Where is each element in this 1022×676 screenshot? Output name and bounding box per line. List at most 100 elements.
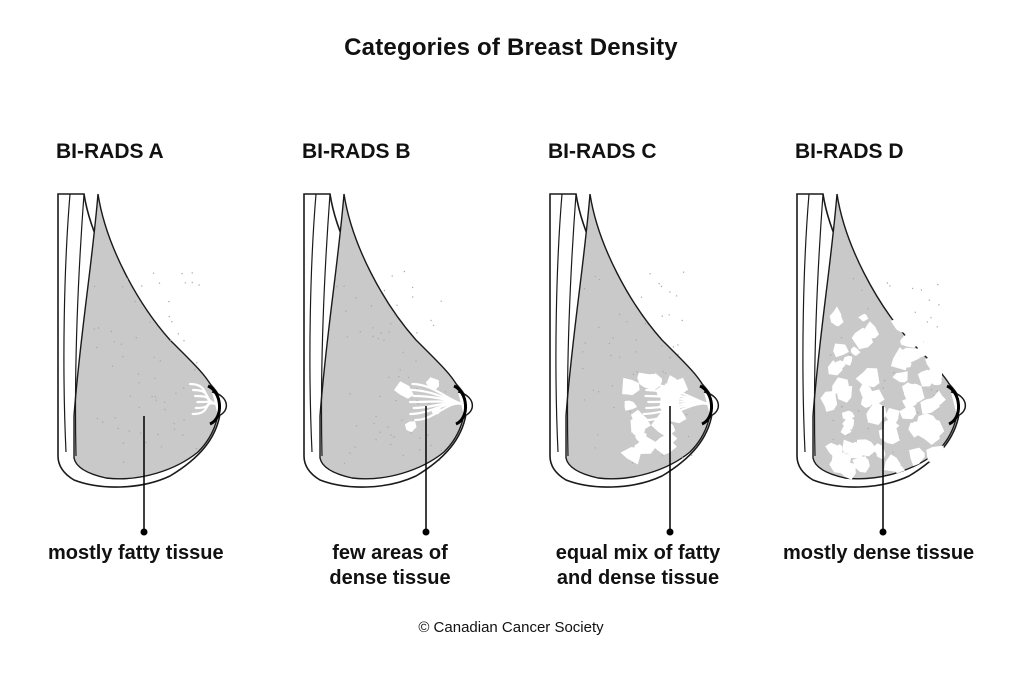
tissue-speck-b bbox=[403, 270, 406, 273]
caption-b: few areas of dense tissue bbox=[320, 541, 460, 591]
breast-diagram-d bbox=[796, 193, 966, 536]
dense-tissue-a bbox=[189, 382, 218, 416]
tissue-speck-b bbox=[430, 319, 432, 322]
tissue-speck-a bbox=[155, 399, 158, 401]
tissue-speck-c bbox=[681, 457, 684, 459]
dense-tissue-d bbox=[820, 306, 949, 480]
tissue-speck-a bbox=[126, 278, 129, 280]
dense-patch-c bbox=[644, 378, 657, 388]
panel-heading-c: BI-RADS C bbox=[548, 140, 657, 163]
tissue-speck-d bbox=[937, 283, 939, 286]
dense-patch-d bbox=[866, 400, 887, 425]
tissue-speck-c bbox=[619, 356, 621, 358]
chest-wall-b bbox=[309, 193, 317, 453]
tissue-speck-c bbox=[668, 314, 670, 316]
dense-patch-d bbox=[841, 410, 855, 421]
areola-b bbox=[453, 384, 467, 426]
tissue-speck-b bbox=[383, 289, 386, 292]
areola-d bbox=[946, 384, 960, 426]
breast-diagram-b bbox=[303, 193, 473, 536]
tissue-speck-c bbox=[635, 339, 637, 341]
tissue-speck-d bbox=[936, 390, 938, 392]
tissue-speck-a bbox=[96, 417, 98, 420]
dense-patch-d bbox=[829, 306, 842, 325]
tissue-speck-a bbox=[135, 337, 137, 339]
duct-a bbox=[191, 402, 218, 416]
tissue-speck-c bbox=[669, 291, 671, 293]
pointer-line-d bbox=[879, 406, 887, 536]
pointer-dot-b bbox=[422, 528, 430, 536]
tissue-speck-a bbox=[194, 369, 196, 371]
tissue-speck-c bbox=[598, 278, 600, 281]
tissue-speck-a bbox=[168, 316, 170, 318]
tissue-speck-c bbox=[681, 319, 683, 322]
dense-patch-c bbox=[620, 447, 641, 465]
tissue-speck-d bbox=[889, 285, 891, 287]
tissue-speck-c bbox=[598, 391, 600, 393]
dense-tissue-b bbox=[394, 377, 464, 433]
tissue-speck-b bbox=[372, 335, 374, 338]
tissue-speck-b bbox=[395, 399, 397, 402]
tissue-speck-c bbox=[677, 353, 679, 356]
tissue-speck-d bbox=[892, 451, 894, 454]
panel-heading-d: BI-RADS D bbox=[795, 140, 904, 163]
tissue-speck-a bbox=[122, 442, 125, 444]
tissue-speck-b bbox=[390, 443, 392, 446]
tissue-speck-b bbox=[343, 462, 346, 464]
tissue-speck-c bbox=[675, 295, 678, 297]
tissue-speck-a bbox=[96, 346, 98, 349]
tissue-speck-a bbox=[145, 442, 147, 444]
tissue-speck-a bbox=[159, 360, 161, 362]
dense-patch-c bbox=[631, 409, 648, 428]
tissue-speck-b bbox=[345, 310, 347, 312]
tissue-speck-d bbox=[936, 326, 938, 328]
breast-outline-c bbox=[549, 193, 719, 488]
pointer-dot-d bbox=[879, 528, 887, 536]
tissue-speck-c bbox=[660, 285, 663, 288]
dense-patch-c bbox=[634, 440, 645, 450]
tissue-speck-a bbox=[198, 284, 200, 286]
dense-patch-d bbox=[896, 465, 906, 474]
dense-patch-d bbox=[837, 458, 856, 480]
pointer-line-c bbox=[666, 406, 674, 536]
tissue-speck-c bbox=[687, 435, 690, 438]
diagram-title: Categories of Breast Density bbox=[344, 34, 678, 61]
tissue-speck-d bbox=[883, 379, 886, 382]
muscle-line-a bbox=[74, 193, 85, 457]
tissue-speck-a bbox=[196, 362, 198, 364]
dense-patch-d bbox=[848, 444, 860, 459]
tissue-speck-a bbox=[149, 321, 151, 323]
pointer-line-a bbox=[140, 416, 148, 536]
tissue-speck-a bbox=[170, 339, 172, 341]
tissue-speck-b bbox=[346, 336, 349, 338]
tissue-speck-a bbox=[168, 300, 170, 303]
dense-patch-d bbox=[834, 360, 846, 369]
tissue-speck-c bbox=[597, 434, 599, 436]
dense-patch-c bbox=[665, 380, 682, 403]
tissue-speck-a bbox=[97, 327, 100, 329]
caption-d-line-1: mostly dense tissue bbox=[783, 542, 975, 564]
tissue-speck-c bbox=[611, 385, 614, 387]
tissue-speck-b bbox=[390, 434, 392, 436]
tissue-speck-b bbox=[390, 323, 392, 325]
tissue-speck-b bbox=[417, 403, 419, 405]
chest-wall-d bbox=[802, 193, 810, 453]
tissue-speck-b bbox=[402, 454, 404, 456]
caption-a-line-1: mostly fatty tissue bbox=[48, 542, 224, 564]
tissue-speck-b bbox=[380, 332, 382, 334]
tissue-speck-a bbox=[120, 343, 123, 345]
tissue-speck-b bbox=[391, 275, 393, 277]
tissue-speck-c bbox=[691, 454, 693, 456]
tissue-speck-c bbox=[613, 406, 615, 409]
tissue-speck-c bbox=[635, 351, 637, 353]
caption-a: mostly fatty tissue bbox=[48, 541, 224, 566]
breast-tissue-b bbox=[319, 193, 465, 480]
tissue-speck-b bbox=[373, 422, 375, 425]
dense-patch-b bbox=[394, 381, 414, 399]
tissue-speck-c bbox=[612, 337, 614, 339]
dense-patch-d bbox=[920, 397, 940, 415]
dense-patch-c bbox=[622, 377, 640, 396]
caption-c: equal mix of fatty and dense tissue bbox=[543, 541, 733, 591]
dense-patch-d bbox=[842, 355, 853, 366]
tissue-speck-a bbox=[137, 373, 140, 375]
